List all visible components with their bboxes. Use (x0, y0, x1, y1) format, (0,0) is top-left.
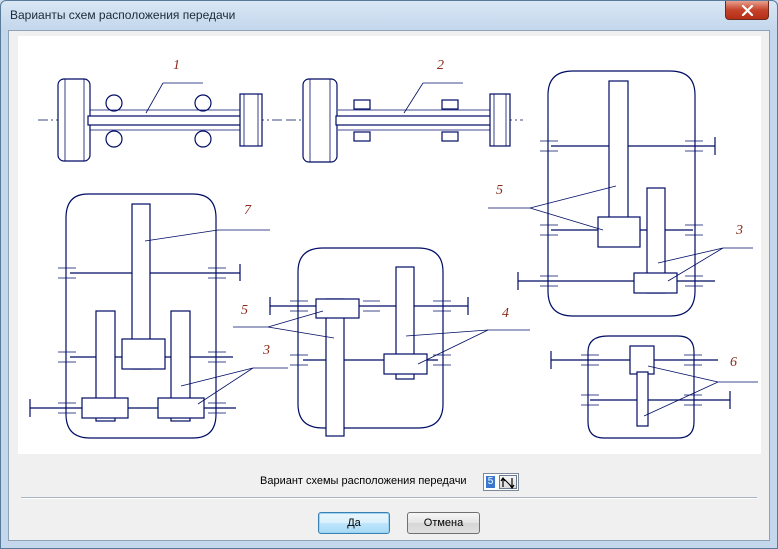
scheme-1: 1 (38, 58, 283, 162)
cancel-button[interactable]: Отмена (407, 512, 480, 534)
spinner-arrows-button[interactable] (499, 475, 517, 490)
dialog-client-area: 1 2 (8, 30, 770, 541)
label-3-left: 3 (262, 343, 270, 358)
scheme-2: 2 (286, 58, 523, 163)
scheme-7: 7 3 (29, 193, 288, 439)
ok-button[interactable]: Да (318, 512, 390, 534)
variant-spinner[interactable]: 5 (483, 473, 519, 491)
label-5-right: 5 (496, 183, 503, 198)
variant-label: Вариант схемы расположения передачи (260, 475, 467, 487)
close-button[interactable] (725, 1, 769, 20)
window-title: Варианты схем расположения передачи (10, 8, 236, 22)
label-6: 6 (730, 355, 737, 370)
separator (21, 497, 757, 499)
variant-row: Вариант схемы расположения передачи 5 (9, 471, 769, 493)
scheme-middle: 5 4 (233, 247, 530, 437)
variant-value[interactable]: 5 (486, 476, 495, 488)
up-down-arrows-icon (500, 476, 515, 490)
label-1: 1 (173, 58, 180, 73)
diagram-canvas: 1 2 (18, 36, 761, 454)
label-3-right: 3 (735, 223, 743, 238)
close-icon (741, 5, 754, 16)
scheme-right: 5 3 (488, 70, 753, 317)
label-7: 7 (244, 203, 252, 218)
transmission-schemes-diagram: 1 2 (29, 58, 758, 439)
title-bar[interactable]: Варианты схем расположения передачи (1, 1, 777, 31)
scheme-6: 6 (550, 335, 758, 439)
label-4: 4 (502, 306, 509, 321)
label-2: 2 (437, 58, 444, 73)
label-5-middle: 5 (241, 303, 248, 318)
